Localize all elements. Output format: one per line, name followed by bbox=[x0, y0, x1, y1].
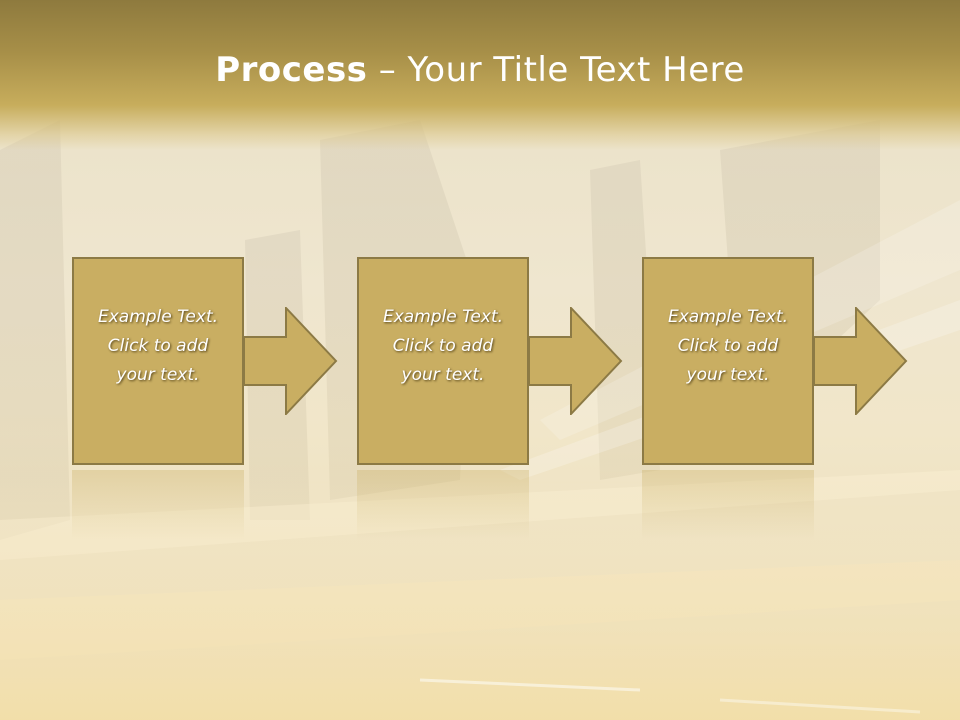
page-title[interactable]: Process – Your Title Text Here bbox=[0, 50, 960, 90]
arrow-right-icon bbox=[244, 307, 338, 415]
step-box-2[interactable]: Example Text. Click to add your text. bbox=[357, 257, 529, 465]
step-reflection bbox=[72, 470, 244, 540]
step-box-1[interactable]: Example Text. Click to add your text. bbox=[72, 257, 244, 465]
arrow-right-icon bbox=[529, 307, 623, 415]
step-reflection bbox=[357, 470, 529, 540]
step-text-3[interactable]: Example Text. Click to add your text. bbox=[667, 306, 789, 385]
title-bold-part: Process bbox=[215, 50, 368, 90]
step-box-3[interactable]: Example Text. Click to add your text. bbox=[642, 257, 814, 465]
step-text-1[interactable]: Example Text. Click to add your text. bbox=[97, 306, 219, 385]
arrow-right-icon bbox=[814, 307, 908, 415]
step-text-2[interactable]: Example Text. Click to add your text. bbox=[382, 306, 504, 385]
title-band: Process – Your Title Text Here bbox=[0, 0, 960, 150]
title-rest: – Your Title Text Here bbox=[367, 50, 745, 90]
step-reflection bbox=[642, 470, 814, 540]
